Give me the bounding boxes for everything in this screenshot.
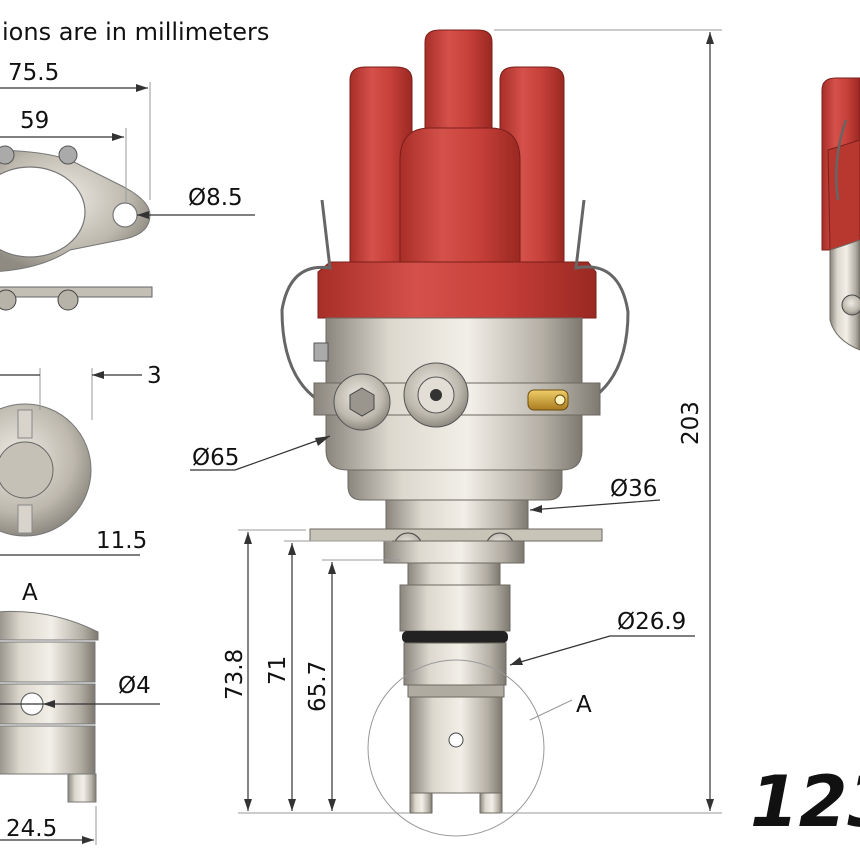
dim-flange-width: 75.5 (8, 60, 59, 86)
brand-logo: 123 (750, 761, 860, 843)
dim-shaft-diameter: Ø26.9 (617, 609, 686, 635)
callout-a: A (576, 692, 592, 718)
dim-body-diameter: Ø65 (192, 445, 239, 471)
dim-tip-width: 24.5 (6, 816, 57, 842)
units-note: ions are in millimeters (2, 18, 269, 46)
dim-hole-diameter: Ø8.5 (188, 185, 243, 211)
dim-length-a: 73.8 (222, 649, 248, 700)
dim-neck-diameter: Ø36 (610, 476, 657, 502)
detail-a-view (0, 610, 99, 803)
rotor-end-view (0, 403, 92, 537)
distributor-main-view (280, 29, 630, 814)
dim-pin-diameter: Ø4 (118, 673, 151, 699)
dim-total-height: 203 (678, 401, 704, 445)
dim-tab-height: 11.5 (96, 528, 147, 554)
flange-top-view (0, 145, 153, 311)
distributor-iso-view (821, 77, 860, 351)
dim-length-b: 71 (265, 656, 291, 685)
mount-hole (112, 202, 138, 228)
dim-hole-spacing: 59 (20, 108, 49, 134)
dim-offset: 3 (147, 363, 162, 389)
detail-label: A (22, 580, 38, 606)
dim-length-c: 65.7 (305, 661, 331, 712)
